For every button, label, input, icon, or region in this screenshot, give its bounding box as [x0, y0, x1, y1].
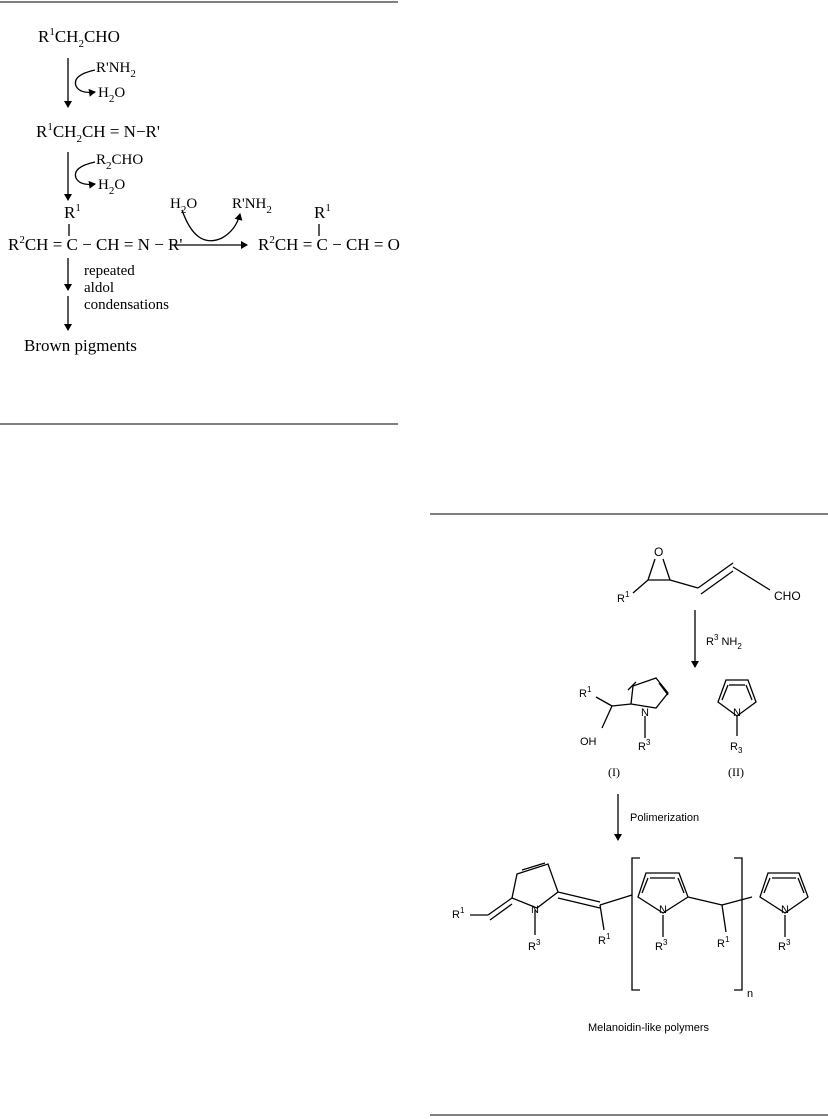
- substituent-r1-right: R1: [314, 202, 331, 222]
- amine-reagent: R3 NH2: [706, 633, 742, 651]
- epoxide-r1: R1: [617, 590, 630, 605]
- condensation-note-1: repeated: [84, 263, 135, 279]
- repeat-bracket-left: [632, 858, 640, 990]
- polymer-r3-b: R3: [655, 938, 668, 953]
- pyrrole-I-label: (I): [608, 765, 620, 779]
- amine-out: R'NH2: [232, 196, 272, 216]
- pyrrole-II-r3: R3: [730, 741, 743, 755]
- polymer-n1: N: [531, 904, 539, 916]
- melanoidin-polymer: R1 N R3 R1 n N R3 R1: [452, 858, 808, 1000]
- pyrrole-I: R1 OH N R3 (I): [579, 678, 668, 779]
- scheme2: O R1 CHO R3 NH2 R1 OH N R3 (I): [452, 545, 808, 1034]
- water-in: H2O: [170, 196, 197, 216]
- final-product: Brown pigments: [24, 336, 137, 355]
- reactant-aldehyde: R1CH2CHO: [38, 26, 120, 50]
- repeat-n: n: [747, 988, 753, 1000]
- byproduct-water-2: H2O: [98, 177, 125, 197]
- pyrrole-I-r3: R3: [638, 738, 651, 753]
- polymer-n2: N: [659, 904, 667, 916]
- imine-intermediate: R1CH2CH = N−R': [36, 121, 160, 145]
- polymer-caption: Melanoidin-like polymers: [588, 1022, 710, 1034]
- polymer-r1-left: R1: [452, 906, 465, 921]
- epoxide-aldehyde: O R1 CHO: [617, 545, 801, 605]
- polymer-r1-mid: R1: [598, 932, 611, 947]
- epoxide-oxygen: O: [654, 545, 663, 559]
- reagent-amine-1: R'NH2: [96, 60, 136, 80]
- aldehyde-group: CHO: [774, 589, 801, 603]
- byproduct-water-1: H2O: [98, 85, 125, 105]
- polymer-r1-right: R1: [717, 935, 730, 950]
- condensation-note-3: condensations: [84, 297, 169, 313]
- pyrrole-I-r1: R1: [579, 685, 592, 700]
- polymer-r3-c: R3: [778, 938, 791, 953]
- unsaturated-aldehyde: R2CH = C − CH = O: [258, 234, 400, 254]
- pyrrole-I-n: N: [641, 707, 649, 719]
- reagent-aldehyde-2: R2CHO: [96, 152, 143, 172]
- pyrrole-II-label: (II): [728, 765, 744, 779]
- substituent-r1-top: R1: [64, 202, 81, 222]
- scheme1: R1CH2CHO R'NH2 H2O R1CH2CH = N−R' R2CHO …: [8, 26, 400, 355]
- pyrrole-II: N R3 (II): [718, 680, 756, 779]
- polymer-n3: N: [781, 904, 789, 916]
- unsaturated-imine: R2CH = C − CH = N − R': [8, 234, 182, 254]
- polymerization-label: Polimerization: [630, 812, 699, 824]
- repeat-bracket-right: [734, 858, 742, 990]
- pyrrole-I-oh: OH: [580, 736, 597, 748]
- curved-arrow-hydrolysis: [182, 210, 240, 241]
- curved-arrow-2: [75, 162, 95, 184]
- polymer-r3-a: R3: [528, 938, 541, 953]
- pyrrole-II-n: N: [733, 707, 741, 719]
- curved-arrow-1: [75, 70, 95, 92]
- condensation-note-2: aldol: [84, 280, 114, 296]
